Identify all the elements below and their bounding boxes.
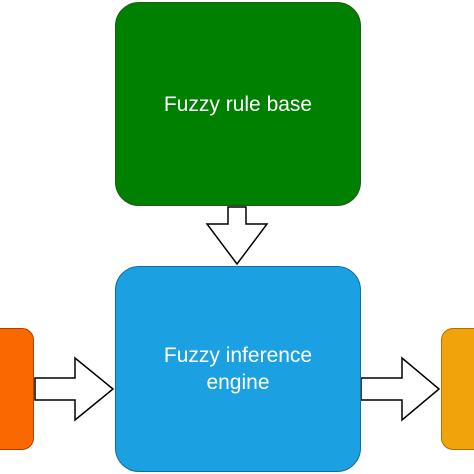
node-label: Fuzzy rule base xyxy=(163,92,313,116)
node-fuzzy-rule-base[interactable]: Fuzzy rule base xyxy=(115,2,361,206)
node-label: Fuzzy inference engine xyxy=(163,344,313,394)
node-fuzzy-inference-engine[interactable]: Fuzzy inference engine xyxy=(115,266,361,472)
node-left-input[interactable] xyxy=(0,328,34,450)
arrow-left-box-to-inference-engine xyxy=(34,356,115,422)
arrow-rule-base-to-inference-engine xyxy=(205,206,269,266)
node-right-output[interactable] xyxy=(441,328,474,450)
arrow-inference-engine-to-right-box xyxy=(360,356,441,422)
